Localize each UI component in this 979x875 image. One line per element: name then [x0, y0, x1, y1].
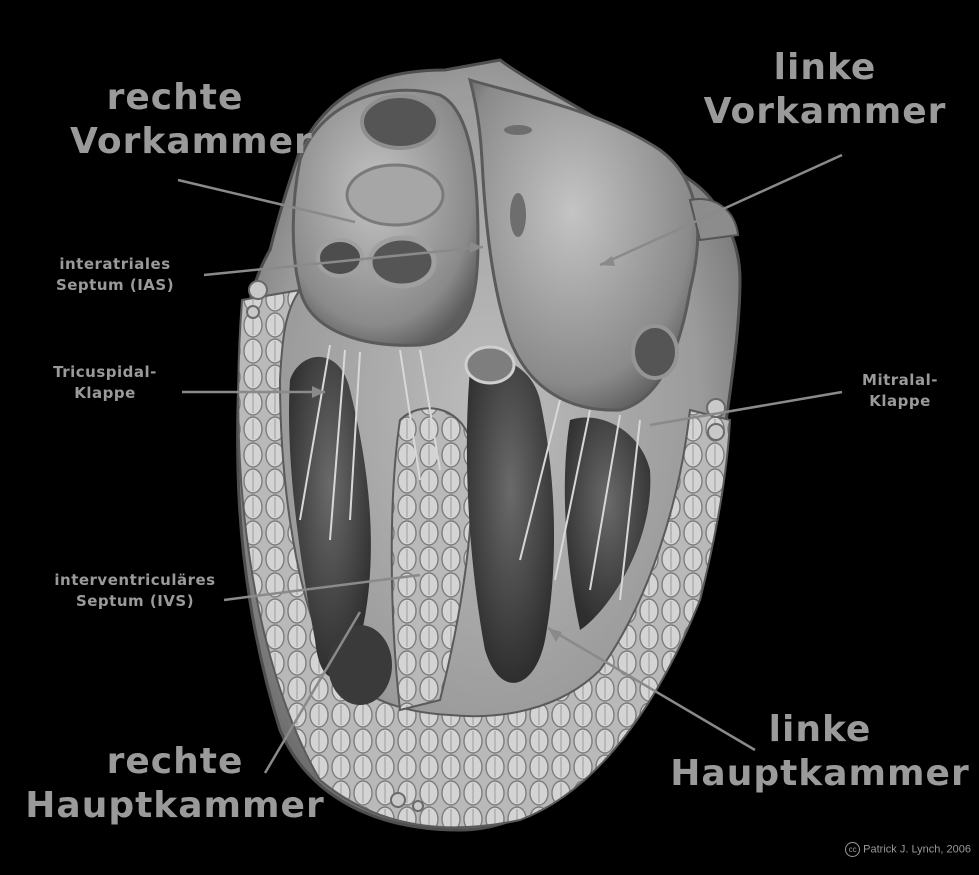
label-left-ventricle-line2: Hauptkammer: [665, 752, 975, 796]
label-mitral-line2: Klappe: [840, 391, 960, 412]
label-left-ventricle: linke Hauptkammer: [665, 708, 975, 796]
cc-icon: cc: [845, 842, 860, 857]
label-left-atrium-line1: linke: [700, 46, 950, 90]
label-right-ventricle: rechte Hauptkammer: [15, 740, 335, 828]
label-tricuspid: Tricuspidal- Klappe: [30, 362, 180, 404]
right-atrium: [293, 90, 478, 345]
label-right-atrium: rechte Vorkammer: [70, 76, 280, 164]
label-ivs-line1: interventriculäres: [30, 570, 240, 591]
label-left-ventricle-line1: linke: [665, 708, 975, 752]
label-right-atrium-line2: Vorkammer: [70, 120, 280, 164]
label-tricuspid-line2: Klappe: [30, 383, 180, 404]
credit-text: Patrick J. Lynch, 2006: [863, 843, 971, 855]
aortic-valve: [466, 347, 514, 383]
label-right-atrium-line1: rechte: [70, 76, 280, 120]
label-tricuspid-line1: Tricuspidal-: [30, 362, 180, 383]
label-ias-line1: interatriales: [30, 254, 200, 275]
label-ias: interatriales Septum (IAS): [30, 254, 200, 296]
label-left-atrium-line2: Vorkammer: [700, 90, 950, 134]
label-mitral-line1: Mitralal-: [840, 370, 960, 391]
label-mitral: Mitralal- Klappe: [840, 370, 960, 412]
label-left-atrium: linke Vorkammer: [700, 46, 950, 134]
label-ias-line2: Septum (IAS): [30, 275, 200, 296]
label-right-ventricle-line1: rechte: [15, 740, 335, 784]
label-right-ventricle-line2: Hauptkammer: [15, 784, 335, 828]
label-ivs-line2: Septum (IVS): [30, 591, 240, 612]
label-ivs: interventriculäres Septum (IVS): [30, 570, 240, 612]
